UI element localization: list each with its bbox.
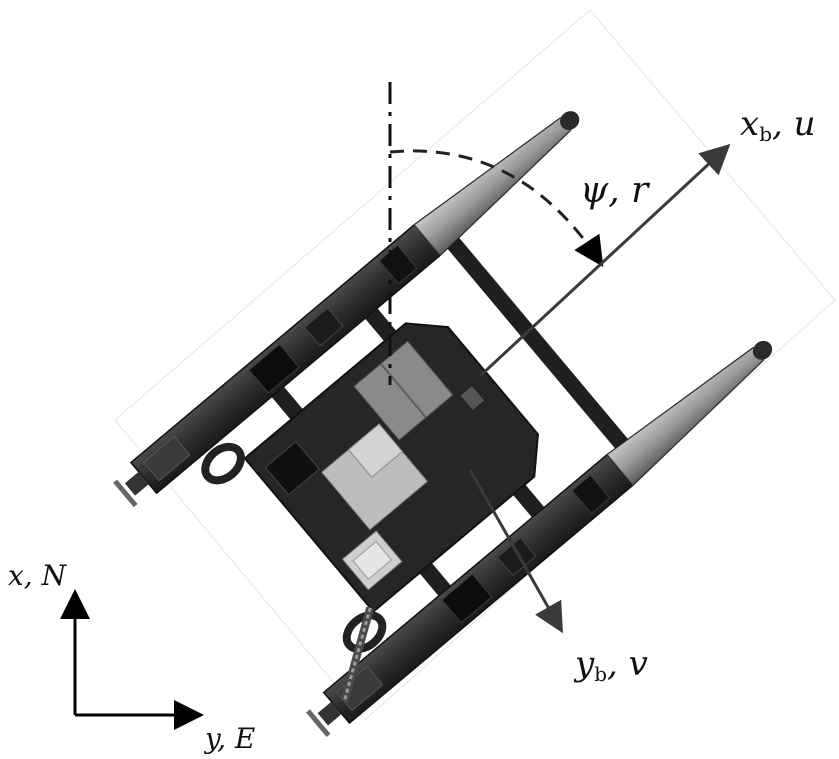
electronics-deck: [243, 322, 540, 613]
catamaran-hull-icon: [129, 111, 580, 495]
body-x-velocity: , u: [772, 104, 816, 144]
inertial-east-label: y, E: [203, 722, 255, 755]
catamaran-hull-icon: [322, 340, 773, 725]
body-x-symbol: x: [740, 104, 759, 144]
body-x-axis-arrow: [478, 143, 731, 378]
render-frame: [114, 9, 836, 721]
body-y-symbol: y: [573, 644, 595, 684]
antenna-icon: [340, 606, 375, 703]
heading-arc: [389, 149, 604, 268]
catamaran-vessel: [113, 111, 773, 738]
propeller-icon: [306, 701, 342, 738]
body-x-subscript: b: [759, 122, 772, 146]
body-y-velocity: , v: [607, 644, 648, 684]
inertial-north-label: x, N: [8, 559, 68, 592]
body-y-label: yb, v: [573, 644, 648, 686]
heading-label: ψ, r: [580, 170, 650, 211]
body-y-subscript: b: [594, 662, 607, 686]
body-x-label: xb, u: [740, 104, 816, 146]
propeller-icon: [113, 471, 149, 508]
body-y-axis-arrow: [468, 469, 563, 634]
